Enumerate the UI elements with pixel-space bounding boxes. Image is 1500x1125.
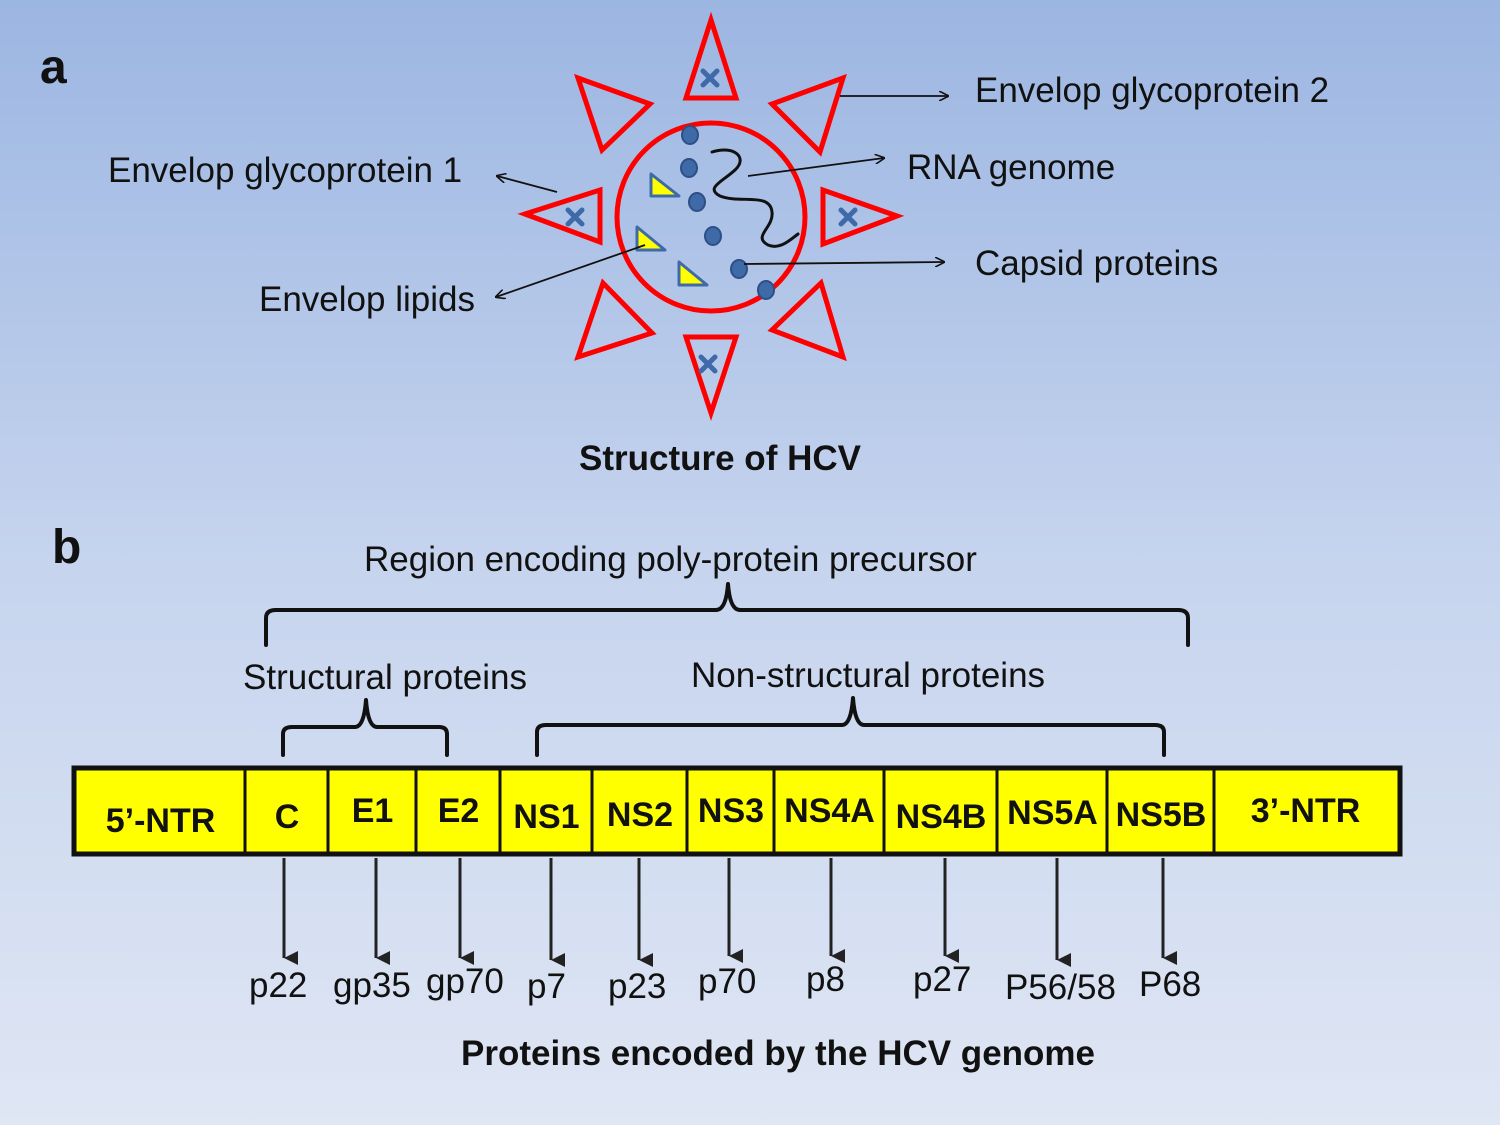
- segment-ns4a: NS4A: [784, 791, 875, 830]
- label-rna-genome: RNA genome: [907, 148, 1116, 187]
- label-capsid-proteins: Capsid proteins: [975, 244, 1219, 283]
- label-polyprotein-region: Region encoding poly-protein precursor: [364, 540, 977, 579]
- segment-ns4b: NS4B: [895, 797, 987, 836]
- segment-c: C: [274, 797, 300, 836]
- label-nonstructural-proteins: Non-structural proteins: [691, 656, 1046, 695]
- label-envelop-lipids: Envelop lipids: [259, 280, 475, 319]
- segment-ns5b: NS5B: [1115, 795, 1207, 834]
- segment-ns3: NS3: [697, 791, 765, 830]
- panel-a-letter: a: [40, 41, 67, 94]
- segment-e2: E2: [437, 791, 480, 830]
- cross-icon: [838, 207, 858, 227]
- protein-label-gp35: gp35: [333, 966, 411, 1005]
- protein-label-p7: p7: [527, 967, 566, 1006]
- label-envelop-glycoprotein-1: Envelop glycoprotein 1: [108, 151, 463, 190]
- capsid-protein-dot: [680, 158, 698, 178]
- protein-label-p27: p27: [913, 960, 972, 999]
- arrow-rna: [747, 158, 884, 177]
- protein-arrows: [282, 858, 1177, 967]
- protein-label-gp70: gp70: [426, 962, 504, 1001]
- lipid-triangle: [649, 172, 681, 198]
- capsid-protein-dot: [730, 259, 748, 279]
- spike-top-left: [573, 73, 655, 155]
- envelope-lipids: [635, 172, 709, 287]
- capsid-protein-dot: [757, 280, 775, 300]
- capsid-protein-dot: [704, 226, 722, 246]
- brace-polyprotein: [264, 582, 1190, 647]
- spike-left: [517, 186, 603, 246]
- lipid-triangle: [677, 260, 709, 287]
- envelope-spikes: [517, 11, 905, 422]
- label-structural-proteins: Structural proteins: [243, 658, 528, 697]
- panel-a-caption: Structure of HCV: [579, 439, 861, 478]
- arrow-glyco1: [497, 176, 558, 193]
- segment-3-ntr: 3’-NTR: [1250, 791, 1361, 830]
- protein-label-p23: p23: [608, 967, 667, 1006]
- brace-nonstructural: [535, 696, 1166, 757]
- protein-label-p68: P68: [1139, 965, 1202, 1004]
- protein-label-p70: p70: [698, 962, 757, 1001]
- panel-b-caption: Proteins encoded by the HCV genome: [461, 1034, 1095, 1073]
- capsid-protein-dot: [688, 192, 706, 212]
- rna-genome-strand: [710, 148, 800, 248]
- capsid-proteins: [680, 125, 775, 300]
- segment-ns2: NS2: [606, 795, 674, 834]
- arrow-lipids: [496, 244, 646, 297]
- arrow-capsid: [743, 262, 944, 264]
- panel-b-letter: b: [52, 521, 82, 574]
- lipid-triangle: [635, 225, 667, 252]
- panel-b-braces: [264, 582, 1190, 757]
- hcv-virion: [517, 11, 905, 422]
- genome-dividers: [243, 768, 1216, 854]
- panel-a-arrows: [496, 96, 948, 297]
- protein-label-p22: p22: [249, 966, 308, 1005]
- spike-top: [682, 11, 740, 101]
- segment-ns5a: NS5A: [1007, 793, 1098, 832]
- spike-top-right: [767, 73, 847, 157]
- spike-bottom-left: [574, 278, 657, 361]
- segment-ns1: NS1: [513, 797, 580, 836]
- cross-icon: [565, 207, 585, 227]
- glycoprotein-crosses: [565, 68, 858, 374]
- viral-envelope: [614, 120, 808, 314]
- cross-icon: [700, 68, 720, 88]
- genome-bar: [71, 765, 1403, 857]
- spike-bottom: [682, 334, 740, 422]
- protein-label-p56-58: P56/58: [1005, 968, 1116, 1007]
- cross-icon: [698, 354, 718, 374]
- brace-structural: [281, 698, 449, 757]
- capsid-protein-dot: [681, 125, 699, 145]
- spike-bottom-right: [767, 278, 847, 362]
- protein-label-p8: p8: [806, 960, 845, 999]
- segment-5-ntr: 5’-NTR: [105, 801, 216, 840]
- label-envelop-glycoprotein-2: Envelop glycoprotein 2: [975, 71, 1330, 110]
- segment-e1: E1: [351, 791, 394, 830]
- spike-right: [820, 186, 905, 248]
